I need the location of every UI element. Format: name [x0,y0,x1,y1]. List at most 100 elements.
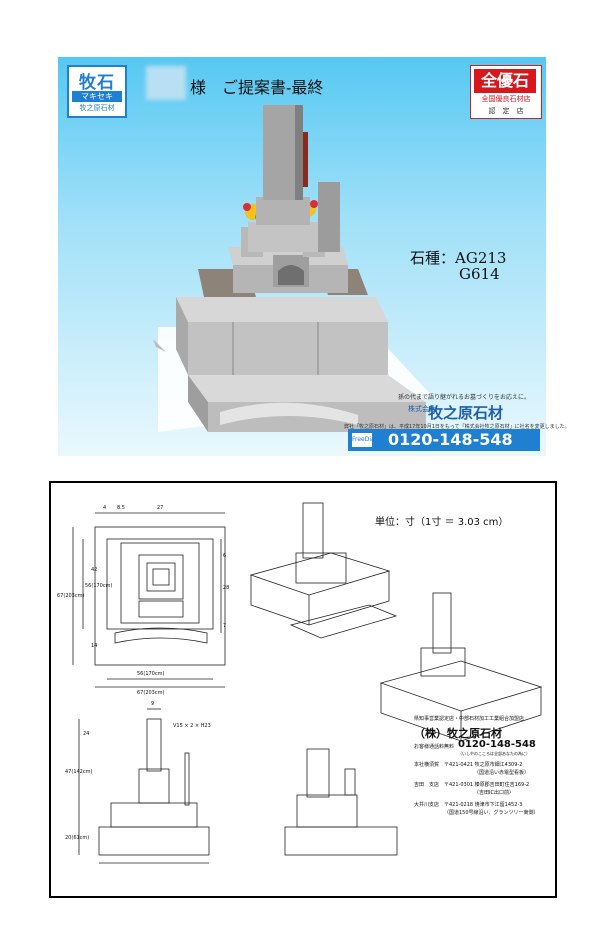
incense-arch [278,265,304,285]
dim-label-20: 20(61cm) [65,835,90,841]
company-name-block: 株式会社 牧之原石材 [408,402,540,422]
base-front [188,322,388,375]
dim-label-28: 28 [223,585,230,591]
iso2-mid [420,647,466,677]
customer-name-blur [146,66,186,100]
info-tel-label: お客様通話料無料 [414,744,455,750]
iso1-slab [289,604,398,639]
dim-label-h67: 67(203cm) [57,593,85,599]
base-left [176,297,188,375]
info-hours: （いしやのこころは全部あなたの為に） [458,751,530,756]
info-b2-addr: 〒421-0218 焼津市下江留1452-3 [444,802,523,808]
plan-incense [138,600,184,618]
phone-bar[interactable]: FreeDial 0120-148-548 [348,429,540,451]
dim-label-7: 7 [223,623,227,629]
dim-label-h56: 56(170cm) [85,583,113,589]
plan-stone-outer [138,554,184,600]
unit-note: 単位：寸（1寸 ＝ 3.03 cm） [375,517,509,528]
dim-label-42: 42 [91,567,98,573]
iso1-body [250,571,390,626]
flower-right-red [310,200,318,208]
sotoba-board [303,132,308,187]
flower-left-red [243,203,251,211]
dim-label-47: 47(142cm) [65,769,93,775]
company-note: 弊社「牧之原石材」は、平成17年10月1日をもって「株式会社牧之原石材」に社名を… [344,424,570,430]
stone-type-label-2: G614 [459,265,500,283]
info-assoc: 県知事営業認定店・中部石材加工工業組合加盟店 [414,716,525,722]
stone-main-upright [263,105,301,200]
technical-drawing-sheet: 単位：寸（1寸 ＝ 3.03 cm） [49,481,557,898]
proposal-panel: 牧石 マキセキ 牧之原石材 様 ご提案書-最終 全優石 全国優良石材店 認 定 … [58,57,570,456]
iso2-top [379,660,543,712]
approach-left [188,375,208,432]
dim-label-9: 9 [151,701,155,707]
side-memorial [344,768,356,796]
front-mid [110,802,198,828]
info-tel[interactable]: 0120-148-548 [458,739,536,750]
plan-approach-curve [114,627,208,644]
info-hq-note: （国道沿い赤電型看板） [474,770,530,776]
iso-view-2 [379,592,543,742]
dim-label-14: 14 [91,643,98,649]
info-b2-label: 大井川支店 [414,802,440,808]
info-b2-note: （国道150号線沿い、グランツリー東側） [444,810,539,816]
side-base [284,826,398,856]
approach-top [188,375,426,402]
info-b1-note: （吉田IC出口前） [474,790,514,796]
dim-label-v15: V15 × 2 × H23 [173,723,211,729]
base-top [176,297,388,322]
front-dai [138,768,170,804]
stone-lower-base [248,222,318,252]
info-b1-addr: 〒421-0301 榛原郡吉田町住吉169-2 [444,782,530,788]
free-dial-icon: FreeDial [352,433,376,447]
certification-badge: 全優石 全国優良石材店 認 定 店 [470,65,542,119]
company-name: 牧之原石材 [428,404,504,422]
stone-main-side [295,105,303,200]
plan-view [72,512,226,688]
iso1-top [249,552,391,596]
company-tagline: 孫の代まで語り継がれるお墓づくりをお応えに。 [398,394,531,401]
brand-logo: 牧石 マキセキ 牧之原石材 [67,65,127,118]
iso2-upright [432,592,452,654]
iso1-upright [302,502,324,559]
side-memorial-stone [318,182,340,252]
gravestone-render [153,105,433,432]
proposal-title: 様 ご提案書-最終 [190,78,324,97]
phone-number[interactable]: 0120-148-548 [388,430,513,449]
dim-label-4: 4 [103,505,107,511]
dim-label-8-5: 8.5 [117,505,125,511]
plan-stone-top [152,568,170,586]
info-company: （株）牧之原石材 [414,727,502,740]
stone-type-label: 石種：AG213 [410,249,507,267]
iso1-mid [295,552,347,584]
cert-badge-sub2: 認 定 店 [488,107,524,115]
dim-label-6: 6 [223,553,227,559]
brand-logo-kanji: 牧石 [79,73,115,93]
side-elevation [284,748,398,856]
side-upright [306,748,330,798]
front-base [98,826,210,856]
brand-logo-sub: 牧之原石材 [79,104,115,112]
plan-inner [120,542,200,624]
plan-stone-inner [146,562,176,592]
plan-base [106,538,214,630]
front-elevation [78,708,210,864]
iso-view-1 [249,502,398,639]
dim-label-27: 27 [157,505,164,511]
info-b1-label: 吉田 支店 [414,782,440,788]
cert-badge-sub: 全国優良石材店 [481,95,531,103]
dim-label-24: 24 [83,731,90,737]
info-hq-label: 本社横須賀 [414,762,440,768]
plan-outer-slab [94,526,226,666]
dim-label-w67: 67(203cm) [137,690,165,696]
brand-logo-kana: マキセキ [72,91,122,102]
front-upright [146,718,162,772]
dim-label-w56: 56(170cm) [137,671,165,677]
drawing-lines [72,502,543,864]
info-hq-addr: 〒421-0421 牧之原市細江4309-2 [444,762,523,768]
company-kanji-prefix: 株式会社 [408,405,436,413]
cert-badge-main: 全優石 [474,69,536,93]
front-sotoba [184,752,190,806]
side-mid [296,794,358,828]
slab-edge [153,339,166,352]
